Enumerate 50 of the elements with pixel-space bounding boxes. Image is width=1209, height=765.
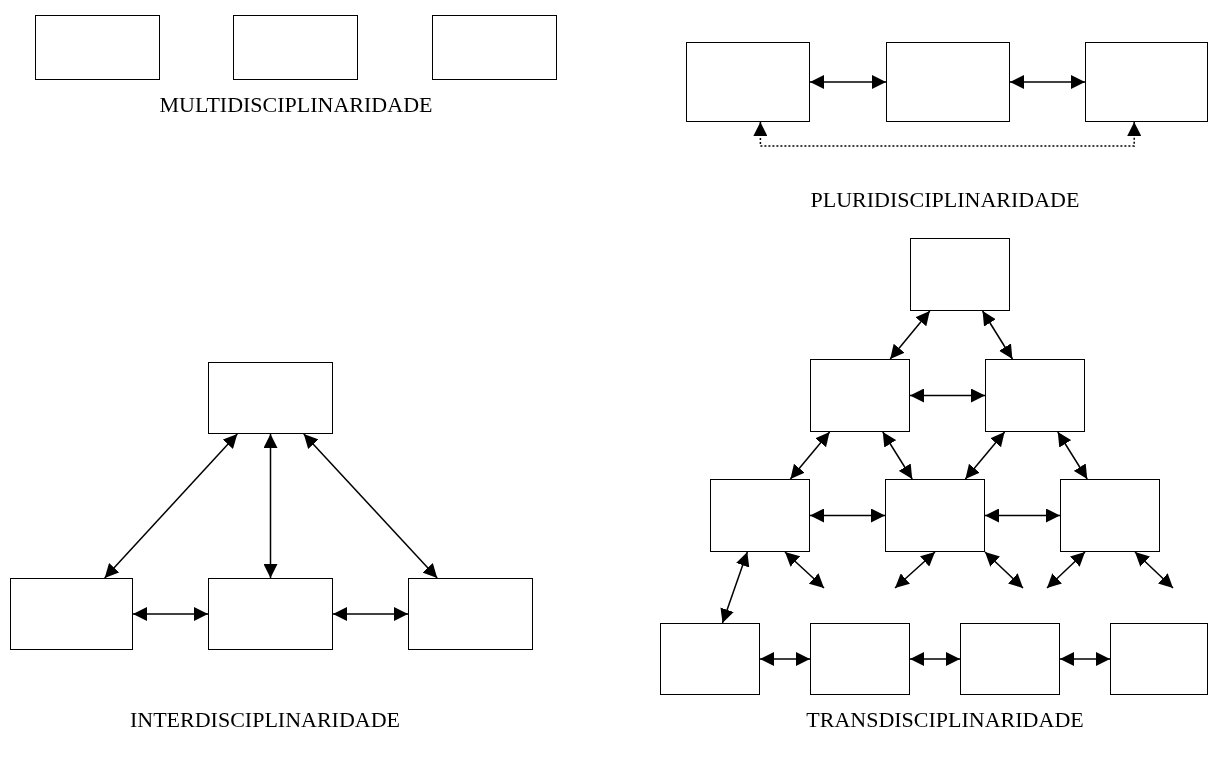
arrow: [984, 508, 1061, 523]
arrow: [984, 551, 1024, 589]
caption: TRANSDISCIPLINARIDADE: [806, 707, 1084, 733]
arrow: [809, 75, 887, 89]
arrow: [789, 431, 831, 480]
empty-box: [10, 578, 133, 650]
caption: INTERDISCIPLINARIDADE: [129, 707, 401, 733]
empty-box: [208, 578, 333, 650]
empty-box: [810, 359, 910, 432]
empty-box: [660, 623, 760, 695]
empty-box: [1060, 479, 1160, 552]
empty-box: [408, 578, 533, 650]
empty-box: [886, 42, 1010, 122]
empty-box: [432, 15, 557, 80]
arrow: [882, 431, 913, 480]
arrow: [909, 652, 961, 666]
arrow: [132, 607, 209, 621]
empty-box: [885, 479, 985, 552]
arrow: [809, 508, 886, 523]
arrow: [981, 310, 1014, 360]
empty-box: [208, 362, 333, 434]
arrow: [1009, 75, 1086, 89]
arrow: [303, 433, 438, 579]
empty-box: [1085, 42, 1208, 122]
empty-box: [960, 623, 1060, 695]
arrow: [1134, 551, 1174, 589]
empty-box: [910, 238, 1010, 311]
empty-box: [686, 42, 810, 122]
empty-box: [985, 359, 1085, 432]
arrow: [964, 431, 1006, 480]
arrow: [784, 551, 825, 589]
arrow: [889, 310, 931, 360]
arrow: [720, 551, 750, 624]
caption: PLURIDISCIPLINARIDADE: [810, 187, 1080, 213]
arrow: [1059, 652, 1111, 666]
empty-box: [233, 15, 358, 80]
arrow: [759, 652, 811, 666]
empty-box: [710, 479, 810, 552]
empty-box: [1110, 623, 1208, 695]
arrow: [894, 551, 936, 589]
arrow: [909, 388, 986, 403]
empty-box: [810, 623, 910, 695]
empty-box: [35, 15, 160, 80]
arrow: [1057, 431, 1088, 480]
arrow: [263, 433, 278, 579]
arrow: [103, 433, 239, 579]
arrow: [753, 121, 1142, 147]
arrow: [1046, 551, 1086, 589]
caption: MULTIDISCIPLINARIDADE: [159, 92, 433, 118]
arrow: [332, 607, 409, 621]
